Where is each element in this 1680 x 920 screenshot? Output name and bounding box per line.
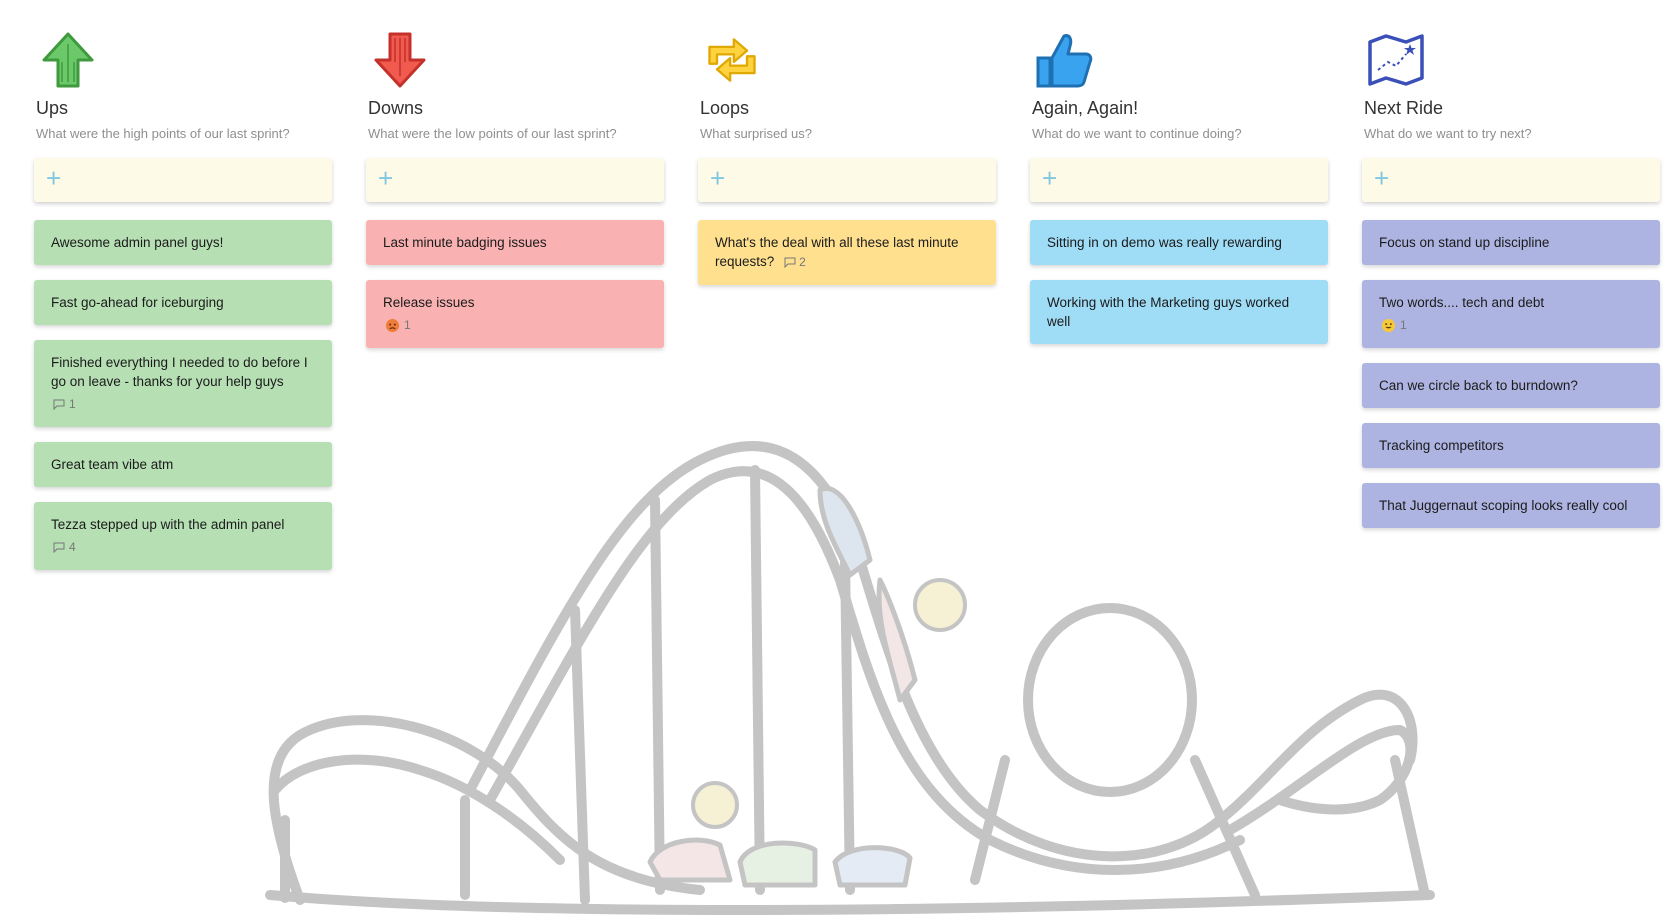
- add-card-button[interactable]: +: [1030, 158, 1328, 202]
- up-arrow-icon: [42, 32, 94, 88]
- column-title: Again, Again!: [1032, 98, 1139, 118]
- card[interactable]: Tezza stepped up with the admin panel 4: [34, 502, 332, 570]
- thumbs-up-icon: [1036, 34, 1093, 88]
- add-card-button[interactable]: +: [34, 158, 332, 202]
- comment-icon: [784, 257, 796, 268]
- column-subtitle: What surprised us?: [700, 126, 812, 141]
- reaction-count: 1: [1400, 318, 1407, 332]
- reaction-count: 1: [404, 318, 411, 332]
- comment-count[interactable]: 4: [51, 538, 316, 557]
- plus-icon: +: [1374, 163, 1390, 193]
- card-text: Can we circle back to burndown?: [1379, 378, 1578, 393]
- card-text: Fast go-ahead for iceburging: [51, 295, 224, 310]
- card-text: Awesome admin panel guys!: [51, 235, 224, 250]
- card-text: Last minute badging issues: [383, 235, 547, 250]
- comment-count-value: 1: [69, 397, 76, 411]
- comment-count[interactable]: 1: [51, 395, 316, 414]
- card-text: Tracking competitors: [1379, 438, 1504, 453]
- card-text: What's the deal with all these last minu…: [715, 235, 959, 269]
- card-text: Focus on stand up discipline: [1379, 235, 1550, 250]
- card[interactable]: Last minute badging issues: [366, 220, 664, 265]
- card-text: Sitting in on demo was really rewarding: [1047, 235, 1282, 250]
- add-card-button[interactable]: +: [698, 158, 996, 202]
- card-text: Release issues: [383, 295, 475, 310]
- card-list: What's the deal with all these last minu…: [698, 220, 996, 300]
- card[interactable]: Focus on stand up discipline: [1362, 220, 1660, 265]
- comment-count-value: 4: [69, 540, 76, 554]
- card-text: Tezza stepped up with the admin panel: [51, 517, 285, 532]
- column-title: Ups: [36, 98, 69, 118]
- column-subtitle: What do we want to continue doing?: [1032, 126, 1242, 141]
- card-text: Finished everything I needed to do befor…: [51, 355, 308, 389]
- comment-count-value: 2: [799, 254, 806, 269]
- card[interactable]: Awesome admin panel guys!: [34, 220, 332, 265]
- card-list: Awesome admin panel guys! Fast go-ahead …: [34, 220, 332, 585]
- column-title: Next Ride: [1364, 98, 1444, 118]
- card[interactable]: Fast go-ahead for iceburging: [34, 280, 332, 325]
- add-card-button[interactable]: +: [366, 158, 664, 202]
- column-subtitle: What were the low points of our last spr…: [368, 126, 617, 141]
- card-text: Great team vibe atm: [51, 457, 174, 472]
- comment-icon: [53, 399, 65, 410]
- card-text: Two words.... tech and debt: [1379, 295, 1545, 310]
- column-subtitle: What were the high points of our last sp…: [36, 126, 290, 141]
- loop-arrows-icon: [708, 38, 756, 82]
- reaction[interactable]: 1: [1379, 316, 1644, 335]
- map-icon: [1368, 34, 1424, 86]
- card[interactable]: That Juggernaut scoping looks really coo…: [1362, 483, 1660, 528]
- comment-icon: [53, 542, 65, 553]
- card[interactable]: Can we circle back to burndown?: [1362, 363, 1660, 408]
- angry-emoji-icon: [385, 318, 400, 333]
- card[interactable]: What's the deal with all these last minu…: [698, 220, 996, 285]
- down-arrow-icon: [374, 32, 426, 88]
- add-card-button[interactable]: +: [1362, 158, 1660, 202]
- card[interactable]: Sitting in on demo was really rewarding: [1030, 220, 1328, 265]
- card[interactable]: Tracking competitors: [1362, 423, 1660, 468]
- reaction[interactable]: 1: [383, 316, 648, 335]
- card[interactable]: Release issues 1: [366, 280, 664, 348]
- card[interactable]: Great team vibe atm: [34, 442, 332, 487]
- column-subtitle: What do we want to try next?: [1364, 126, 1532, 141]
- card-text: That Juggernaut scoping looks really coo…: [1379, 498, 1628, 513]
- grinning-emoji-icon: [1381, 318, 1396, 333]
- comment-count[interactable]: 2: [784, 253, 806, 272]
- plus-icon: +: [378, 163, 394, 193]
- card-list: Focus on stand up discipline Two words..…: [1362, 220, 1660, 543]
- card-text: Working with the Marketing guys worked w…: [1047, 295, 1290, 329]
- card[interactable]: Working with the Marketing guys worked w…: [1030, 280, 1328, 344]
- plus-icon: +: [1042, 163, 1058, 193]
- column-title: Downs: [368, 98, 424, 118]
- card-list: Sitting in on demo was really rewarding …: [1030, 220, 1328, 359]
- plus-icon: +: [46, 163, 62, 193]
- column-title: Loops: [700, 98, 750, 118]
- card-list: Last minute badging issues Release issue…: [366, 220, 664, 363]
- plus-icon: +: [710, 163, 726, 193]
- card[interactable]: Finished everything I needed to do befor…: [34, 340, 332, 427]
- card[interactable]: Two words.... tech and debt 1: [1362, 280, 1660, 348]
